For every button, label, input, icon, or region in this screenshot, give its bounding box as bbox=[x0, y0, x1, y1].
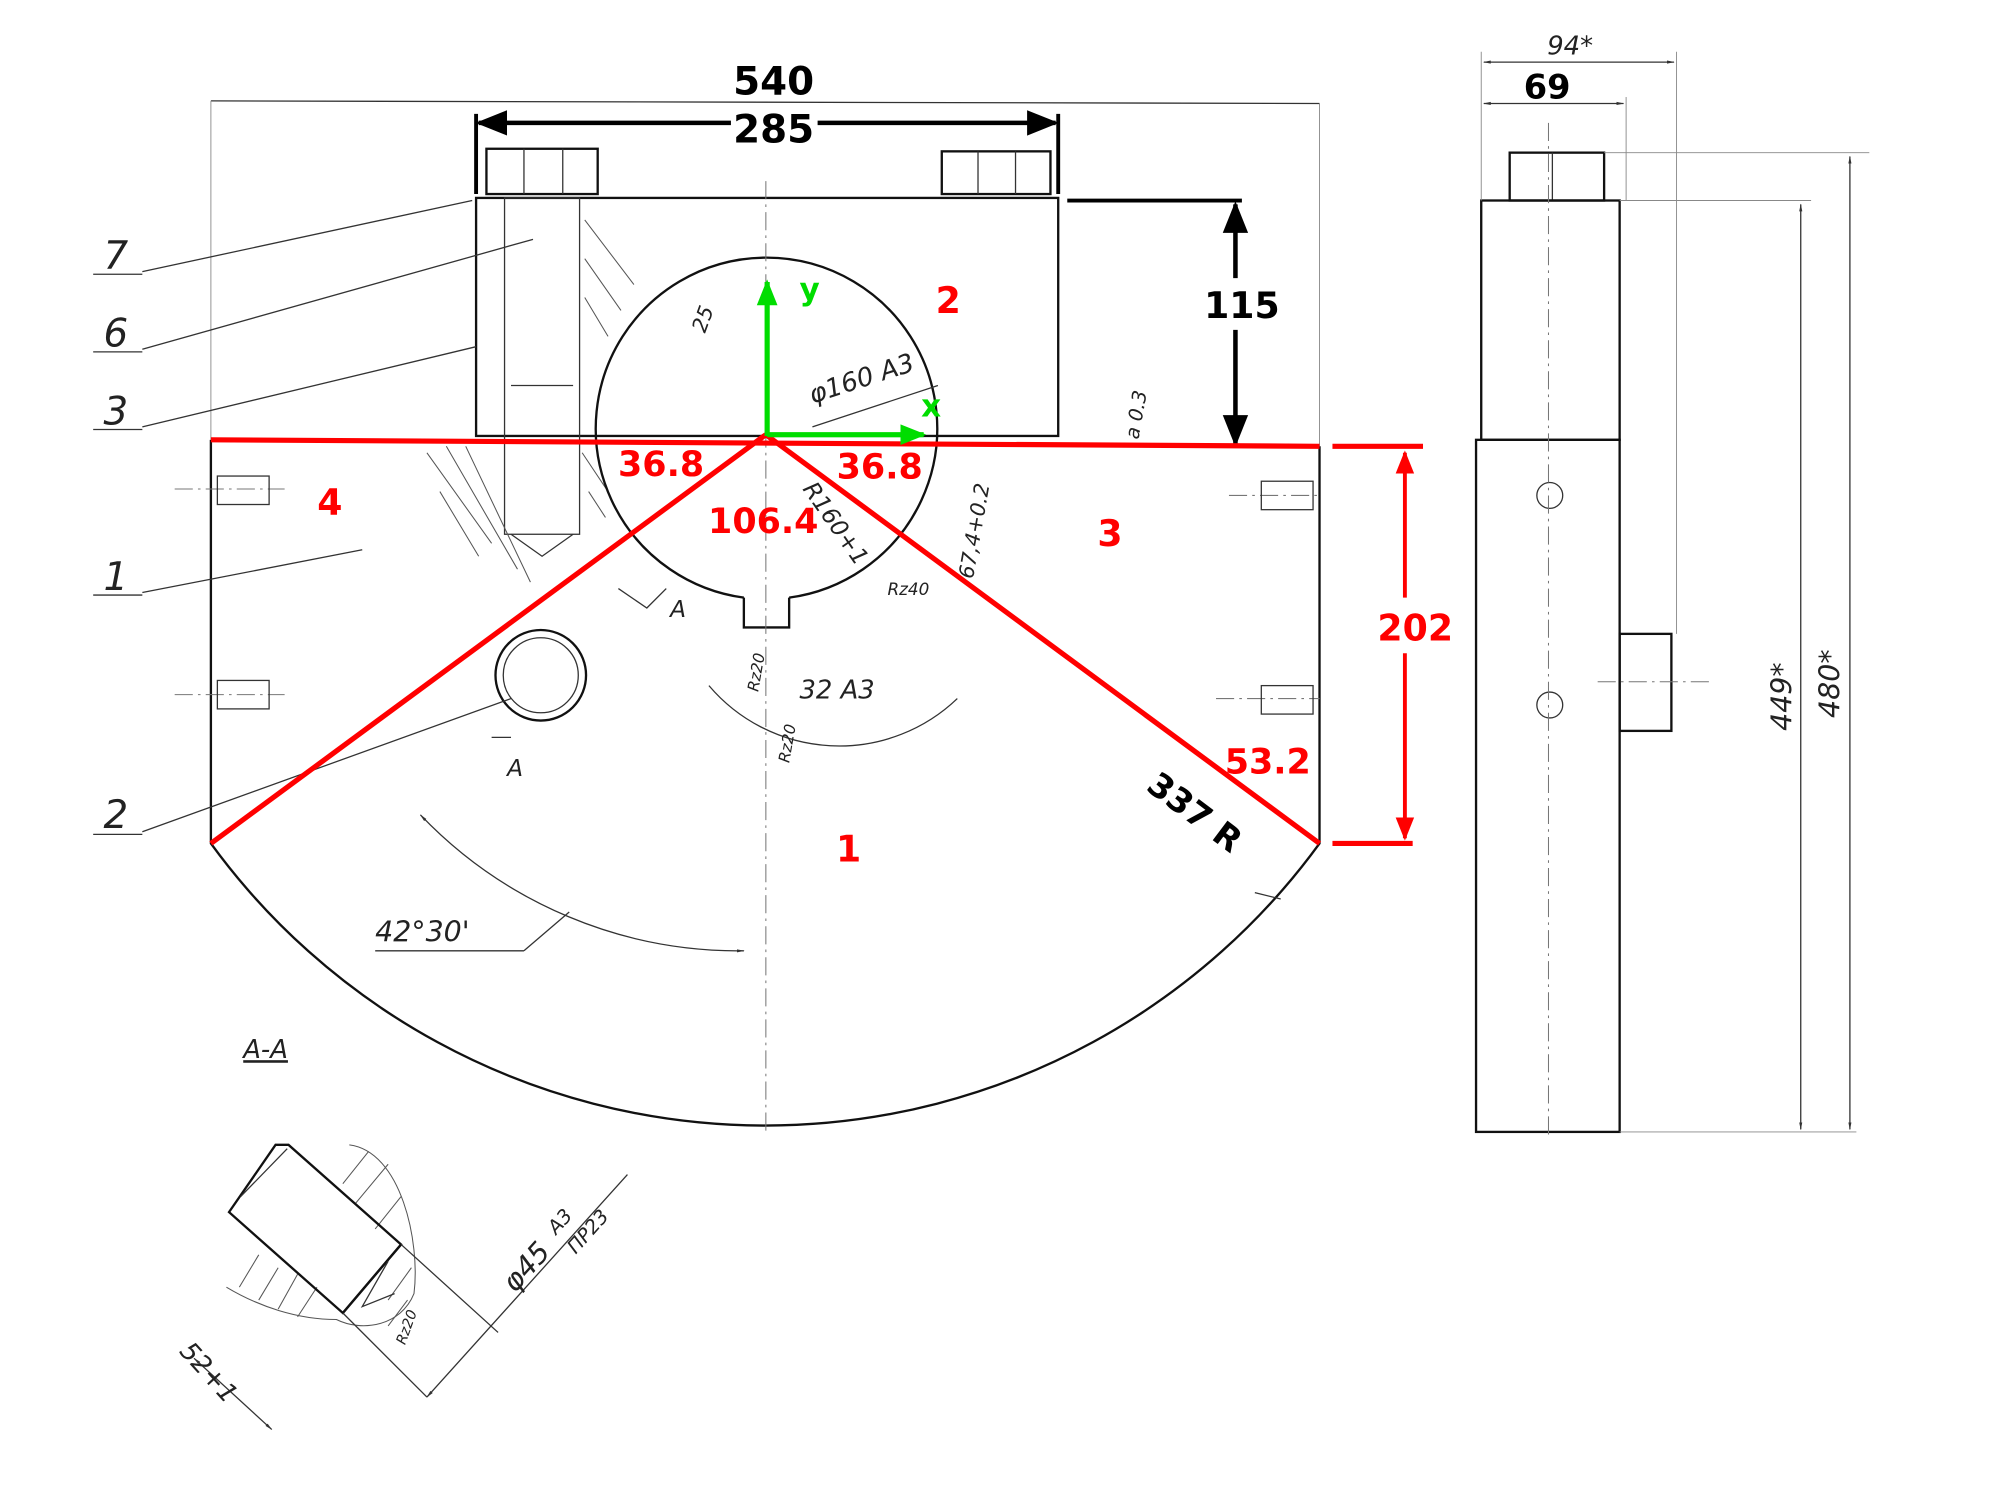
pin-hole bbox=[494, 628, 588, 722]
axis-y-label: y bbox=[799, 272, 819, 308]
bore-offset: 67,4+0.2 bbox=[954, 481, 994, 580]
region-1: 1 bbox=[836, 828, 861, 871]
side-body bbox=[1474, 438, 1621, 1134]
red-annotations: 202 2 4 3 1 36.8 36.8 106.4 53.2 bbox=[209, 279, 1453, 871]
leader-6: 6 bbox=[104, 312, 129, 357]
dim-449: 449* bbox=[1766, 662, 1799, 731]
rz20-a: Rz20 bbox=[744, 651, 768, 692]
keyway bbox=[742, 597, 791, 629]
leader-3: 3 bbox=[104, 389, 129, 434]
angle-center: 106.4 bbox=[708, 502, 818, 542]
side-cap bbox=[1480, 199, 1621, 441]
dim-115: 115 bbox=[1204, 284, 1280, 327]
bolt-head-left bbox=[485, 147, 599, 196]
angle-outer: 53.2 bbox=[1225, 743, 1311, 783]
side-pin bbox=[1618, 632, 1673, 733]
section-mark-a-2: A bbox=[505, 755, 523, 782]
dim-480: 480* bbox=[1814, 649, 1847, 718]
part-leaders: 7 6 3 1 2 bbox=[93, 199, 534, 838]
gap-dim: a 0.3 bbox=[1121, 389, 1152, 441]
keyway-dim: 32 A3 bbox=[799, 676, 874, 706]
leader-2: 2 bbox=[104, 793, 129, 838]
angle-42-30: 42°30' bbox=[375, 916, 469, 949]
coordinate-axes: y x bbox=[756, 272, 941, 446]
overall-dim-line bbox=[210, 100, 1320, 105]
dim-94: 94* bbox=[1547, 31, 1593, 61]
pin-diameter: φ45 bbox=[496, 1235, 557, 1298]
dim-285: 285 bbox=[733, 107, 814, 152]
bore-diameter: φ160 A3 bbox=[805, 348, 918, 410]
region-4: 4 bbox=[317, 481, 342, 524]
bolt-head-right bbox=[940, 150, 1052, 196]
section-a-a-detail: φ45 A3 ПР23 52+1 Rz20 bbox=[173, 1143, 628, 1430]
rz40: Rz40 bbox=[887, 579, 929, 599]
leader-1: 1 bbox=[104, 555, 129, 600]
section-title: A-A bbox=[241, 1035, 288, 1065]
dim-202: 202 bbox=[1377, 606, 1453, 649]
angle-left: 36.8 bbox=[618, 445, 704, 485]
pin bbox=[227, 1143, 403, 1315]
front-view bbox=[174, 100, 1321, 1132]
region-2: 2 bbox=[936, 279, 961, 322]
leader-7: 7 bbox=[104, 234, 129, 279]
section-mark-a-1: A bbox=[668, 596, 686, 623]
angle-right: 36.8 bbox=[837, 448, 923, 488]
bore-circle bbox=[594, 256, 939, 599]
pin-length: 52+1 bbox=[173, 1336, 243, 1409]
side-view: 94* 69 449* 480* bbox=[1474, 31, 1870, 1139]
dim-540: 540 bbox=[733, 59, 814, 104]
region-3: 3 bbox=[1097, 512, 1122, 555]
pin-fit-bottom: ПР23 bbox=[562, 1205, 613, 1258]
axis-x-label: x bbox=[921, 389, 941, 425]
roughness-25: 25 bbox=[687, 303, 719, 336]
section-hatching bbox=[426, 219, 635, 583]
dim-69: 69 bbox=[1524, 67, 1571, 106]
rz20-b: Rz20 bbox=[775, 723, 799, 764]
segment-body-outline bbox=[209, 439, 1321, 1127]
